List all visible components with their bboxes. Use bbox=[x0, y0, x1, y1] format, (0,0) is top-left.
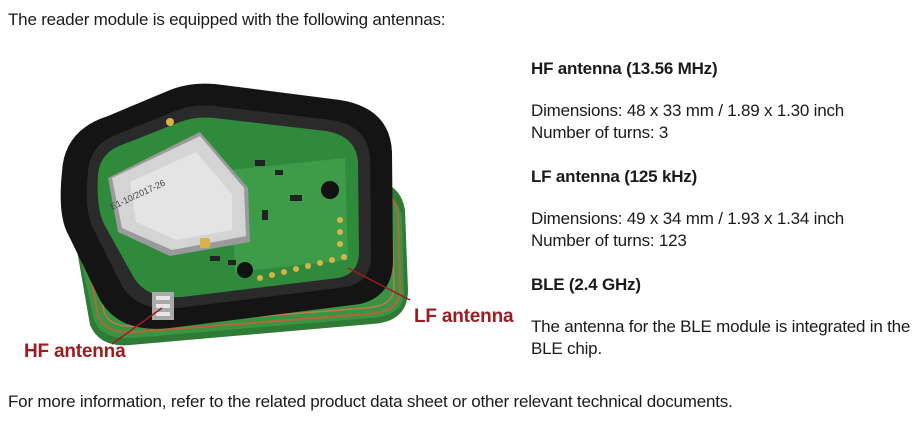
lf-antenna-turns: Number of turns: 123 bbox=[531, 231, 687, 250]
hf-antenna-turns: Number of turns: 3 bbox=[531, 123, 669, 142]
intro-text: The reader module is equipped with the f… bbox=[8, 10, 446, 29]
ble-description-line-2: BLE chip. bbox=[531, 339, 602, 358]
pcb-components bbox=[166, 118, 347, 281]
ble-title: BLE (2.4 GHz) bbox=[531, 275, 641, 294]
antenna-specs: HF antenna (13.56 MHz) Dimensions: 48 x … bbox=[531, 58, 911, 360]
side-connector bbox=[152, 292, 174, 320]
pcb-small-parts bbox=[210, 160, 339, 278]
lf-antenna-dimensions: Dimensions: 49 x 34 mm / 1.93 x 1.34 inc… bbox=[531, 209, 845, 228]
callout-lines bbox=[111, 267, 411, 345]
hf-antenna-title: HF antenna (13.56 MHz) bbox=[531, 59, 718, 78]
shield-can: E1-10/2017-26 bbox=[108, 132, 250, 256]
lf-antenna-callout: LF antenna bbox=[414, 306, 514, 327]
lf-antenna-title: LF antenna (125 kHz) bbox=[531, 167, 698, 186]
ble-description-line-1: The antenna for the BLE module is integr… bbox=[531, 317, 911, 336]
reader-module-image: E1-10/2017-26 bbox=[60, 83, 411, 346]
outro-text: For more information, refer to the relat… bbox=[8, 392, 733, 411]
hf-antenna-callout: HF antenna bbox=[24, 341, 126, 362]
reader-module-figure: E1-10/2017-26 LF antenn bbox=[0, 60, 520, 370]
hf-antenna-dimensions: Dimensions: 48 x 33 mm / 1.89 x 1.30 inc… bbox=[531, 101, 845, 120]
